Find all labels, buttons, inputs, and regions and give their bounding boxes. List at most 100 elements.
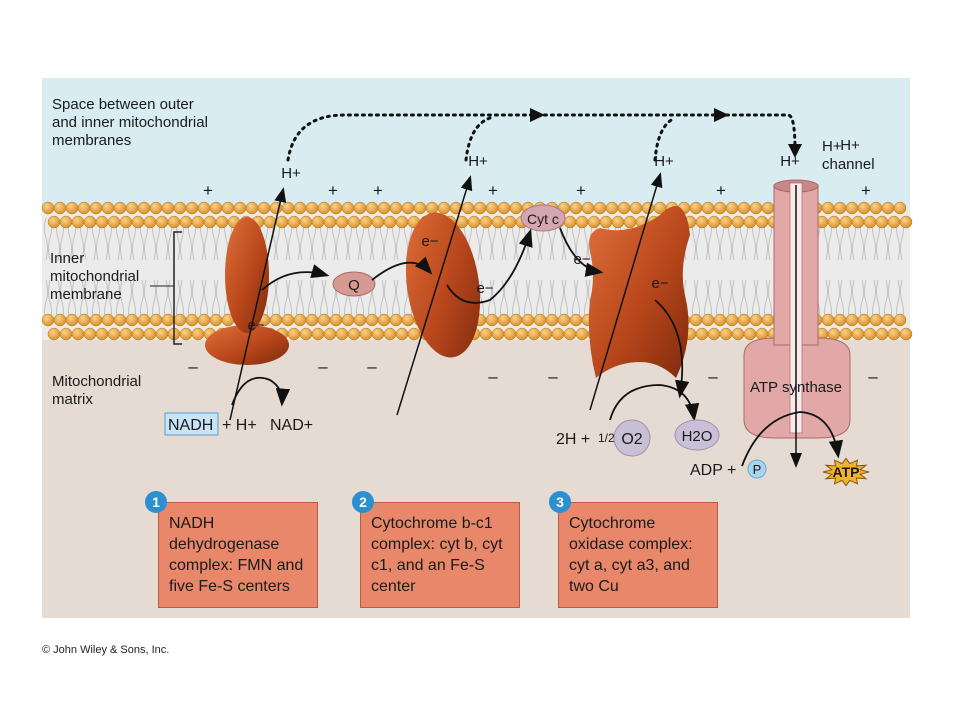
membrane-bracket [173, 231, 182, 345]
lipid-head [347, 327, 361, 341]
intermembrane-space-bg [42, 78, 910, 206]
lipid-head [41, 313, 55, 327]
lipid-head [83, 215, 97, 229]
lipid-head [323, 327, 337, 341]
lipid-head [311, 215, 325, 229]
proton-pump-line-1 [229, 187, 287, 421]
lipid-head [101, 201, 115, 215]
lipid-head [551, 327, 565, 341]
lipid-head [467, 215, 481, 229]
lipid-head [383, 215, 397, 229]
lipid-head [137, 201, 151, 215]
lipid-head [191, 327, 205, 341]
lipid-head [401, 201, 415, 215]
positive-charge: + [488, 181, 498, 200]
negative-charge: – [488, 367, 498, 386]
lipid-head [479, 215, 493, 229]
lipid-head [77, 201, 91, 215]
lipid-head [371, 327, 385, 341]
lipid-head [203, 215, 217, 229]
lipid-head [749, 313, 763, 327]
lipid-head [353, 201, 367, 215]
complex-3-protein [588, 206, 690, 378]
lipid-head [317, 201, 331, 215]
lipid-head [851, 327, 865, 341]
proton-pump-line-3 [589, 172, 663, 411]
proton-arrowhead-3 [788, 144, 802, 158]
lipid-head [395, 215, 409, 229]
lipid-head [761, 201, 775, 215]
lipid-head [371, 215, 385, 229]
lipid-head [869, 201, 883, 215]
lipid-head [95, 215, 109, 229]
lipid-head [881, 201, 895, 215]
lipid-head [233, 201, 247, 215]
lipid-head [731, 215, 745, 229]
lipid-head [47, 327, 61, 341]
positive-charge: + [373, 181, 383, 200]
lipid-head [509, 313, 523, 327]
lipid-head [107, 215, 121, 229]
electron-arrow-5 [654, 299, 690, 399]
lipid-head [899, 215, 913, 229]
proton-path-dotted [286, 113, 797, 162]
lipid-head [719, 215, 733, 229]
lipid-head [179, 327, 193, 341]
lipid-head [821, 313, 835, 327]
lipid-head [287, 215, 301, 229]
lipid-head [143, 215, 157, 229]
lipid-head [575, 327, 589, 341]
lipid-head [299, 327, 313, 341]
lipid-head [269, 313, 283, 327]
lipid-head [857, 201, 871, 215]
lipid-head [707, 215, 721, 229]
negative-charge: – [548, 367, 558, 386]
inner-membrane-label: Inner mitochondrial membrane [50, 250, 140, 303]
lipid-head [65, 201, 79, 215]
lipid-head [407, 327, 421, 341]
lipid-head [713, 201, 727, 215]
lipid-head [197, 313, 211, 327]
lipid-head [827, 215, 841, 229]
lipid-head [341, 201, 355, 215]
lipid-head [863, 215, 877, 229]
h2o-molecule [674, 419, 720, 451]
lipid-head [167, 215, 181, 229]
lipid-head [359, 327, 373, 341]
positive-charge: + [861, 181, 871, 200]
lipid-head [119, 215, 133, 229]
lipid-head [695, 215, 709, 229]
electron-arrow-1 [261, 264, 330, 291]
lipid-head [743, 327, 757, 341]
lipid-head [221, 201, 235, 215]
lipid-head [689, 201, 703, 215]
lipid-head [575, 215, 589, 229]
positive-charge: + [576, 181, 586, 200]
nadh-label: NADH [168, 417, 213, 434]
lipid-head [599, 215, 613, 229]
lipid-head [761, 313, 775, 327]
lipid-head [275, 215, 289, 229]
lipid-head [149, 313, 163, 327]
lipid-head [863, 327, 877, 341]
complex-2-number: 2 [352, 491, 374, 513]
lipid-head [893, 313, 907, 327]
lipid-head [725, 313, 739, 327]
lipid-head [311, 327, 325, 341]
cyt-c-label: Cyt c [527, 211, 559, 227]
lipid-head [197, 201, 211, 215]
lipid-head [491, 215, 505, 229]
lipid-head [83, 327, 97, 341]
lipid-head [191, 215, 205, 229]
lipid-head [845, 313, 859, 327]
lipid-head [389, 313, 403, 327]
lipid-head [593, 201, 607, 215]
lipid-head [425, 201, 439, 215]
q-label: Q [348, 277, 360, 294]
lipid-head [485, 201, 499, 215]
lipid-head [41, 201, 55, 215]
lipid-head [437, 201, 451, 215]
lipid-head [305, 313, 319, 327]
lipid-head [77, 313, 91, 327]
